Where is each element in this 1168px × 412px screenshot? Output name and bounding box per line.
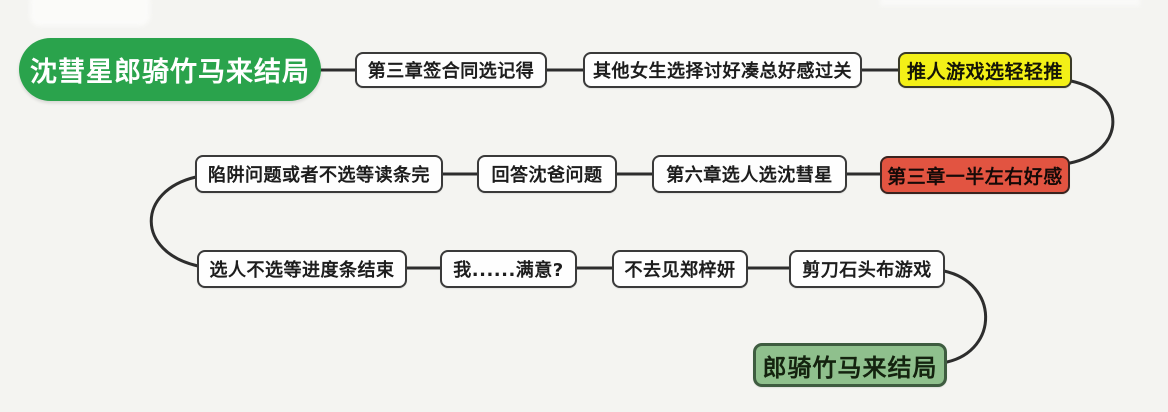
node-not-meet-zheng-ziyan[interactable]: 不去见郑梓妍 xyxy=(612,250,748,288)
background-highlight-2 xyxy=(880,0,1140,6)
node-chapter3-half-favor[interactable]: 第三章一半左右好感 xyxy=(880,156,1070,194)
node-answer-shen-dad-question[interactable]: 回答沈爸问题 xyxy=(477,155,617,193)
background-highlight xyxy=(30,0,150,26)
connector-step7-step8-arc xyxy=(149,175,200,268)
node-satisfied-question[interactable]: 我......满意? xyxy=(440,250,577,288)
node-other-girls-favor-choice[interactable]: 其他女生选择讨好凑总好感过关 xyxy=(583,52,862,88)
node-chapter6-choose-shen-huixing[interactable]: 第六章选人选沈彗星 xyxy=(652,155,847,193)
root-node-shen-huixing-ending[interactable]: 沈彗星郎骑竹马来结局 xyxy=(19,38,321,101)
node-ending-lang-qi-zhu-ma[interactable]: 郎骑竹马来结局 xyxy=(753,343,947,387)
node-push-game-gentle-push[interactable]: 推人游戏选轻轻推 xyxy=(898,52,1072,88)
connector-step11-end-arc xyxy=(942,269,988,364)
node-trap-question-wait[interactable]: 陷阱问题或者不选等读条完 xyxy=(195,155,443,193)
node-wait-progress-bar-end[interactable]: 选人不选等进度条结束 xyxy=(197,250,407,288)
node-rock-paper-scissors-game[interactable]: 剪刀石头布游戏 xyxy=(789,250,945,288)
node-chapter3-contract[interactable]: 第三章签合同选记得 xyxy=(355,52,547,88)
connector-step3-step4-arc xyxy=(1068,79,1115,165)
